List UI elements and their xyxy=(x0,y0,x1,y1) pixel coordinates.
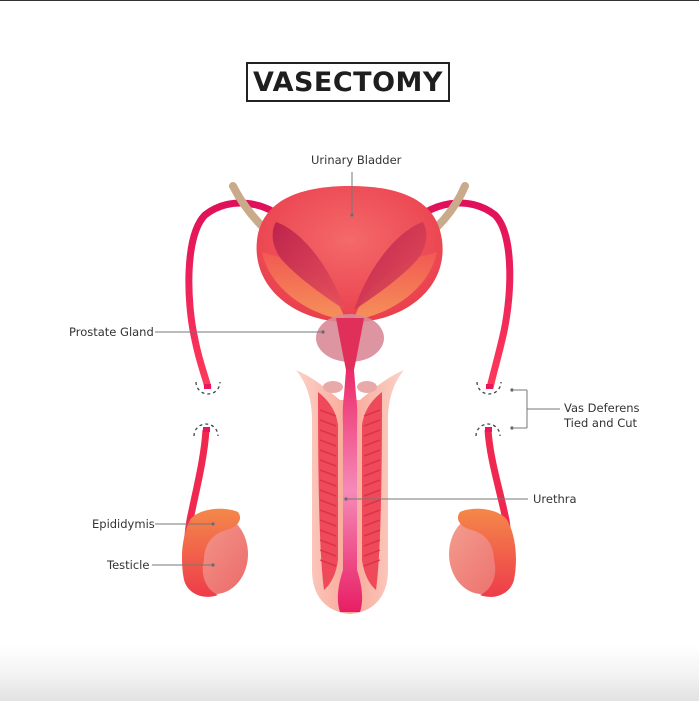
tie-mark-left-upper xyxy=(195,381,221,395)
epididymis-left-shape xyxy=(182,508,241,597)
tie-mark-left-lower xyxy=(193,423,219,437)
label-testicle: Testicle xyxy=(107,558,150,572)
urethra-shape xyxy=(337,370,363,612)
seminal-vesicle-left xyxy=(272,222,345,310)
seminal-vesicle-right xyxy=(354,222,427,310)
label-tied-and-cut: Tied and Cut xyxy=(564,416,638,430)
label-epididymis: Epididymis xyxy=(92,517,155,531)
label-urethra: Urethra xyxy=(533,492,577,506)
tie-mark-right-lower xyxy=(475,423,501,437)
epididymis-right-shape xyxy=(457,508,516,597)
vas-deferens-right-upper xyxy=(401,199,514,389)
tie-mark-right-upper xyxy=(476,381,502,395)
top-border xyxy=(0,0,699,1)
label-urinary-bladder: Urinary Bladder xyxy=(311,153,402,167)
label-vas-deferens: Vas Deferens xyxy=(564,401,640,415)
diagram-title: VASECTOMY xyxy=(246,62,450,102)
vas-deferens-left-upper xyxy=(185,199,299,389)
label-prostate-gland: Prostate Gland xyxy=(69,325,154,339)
